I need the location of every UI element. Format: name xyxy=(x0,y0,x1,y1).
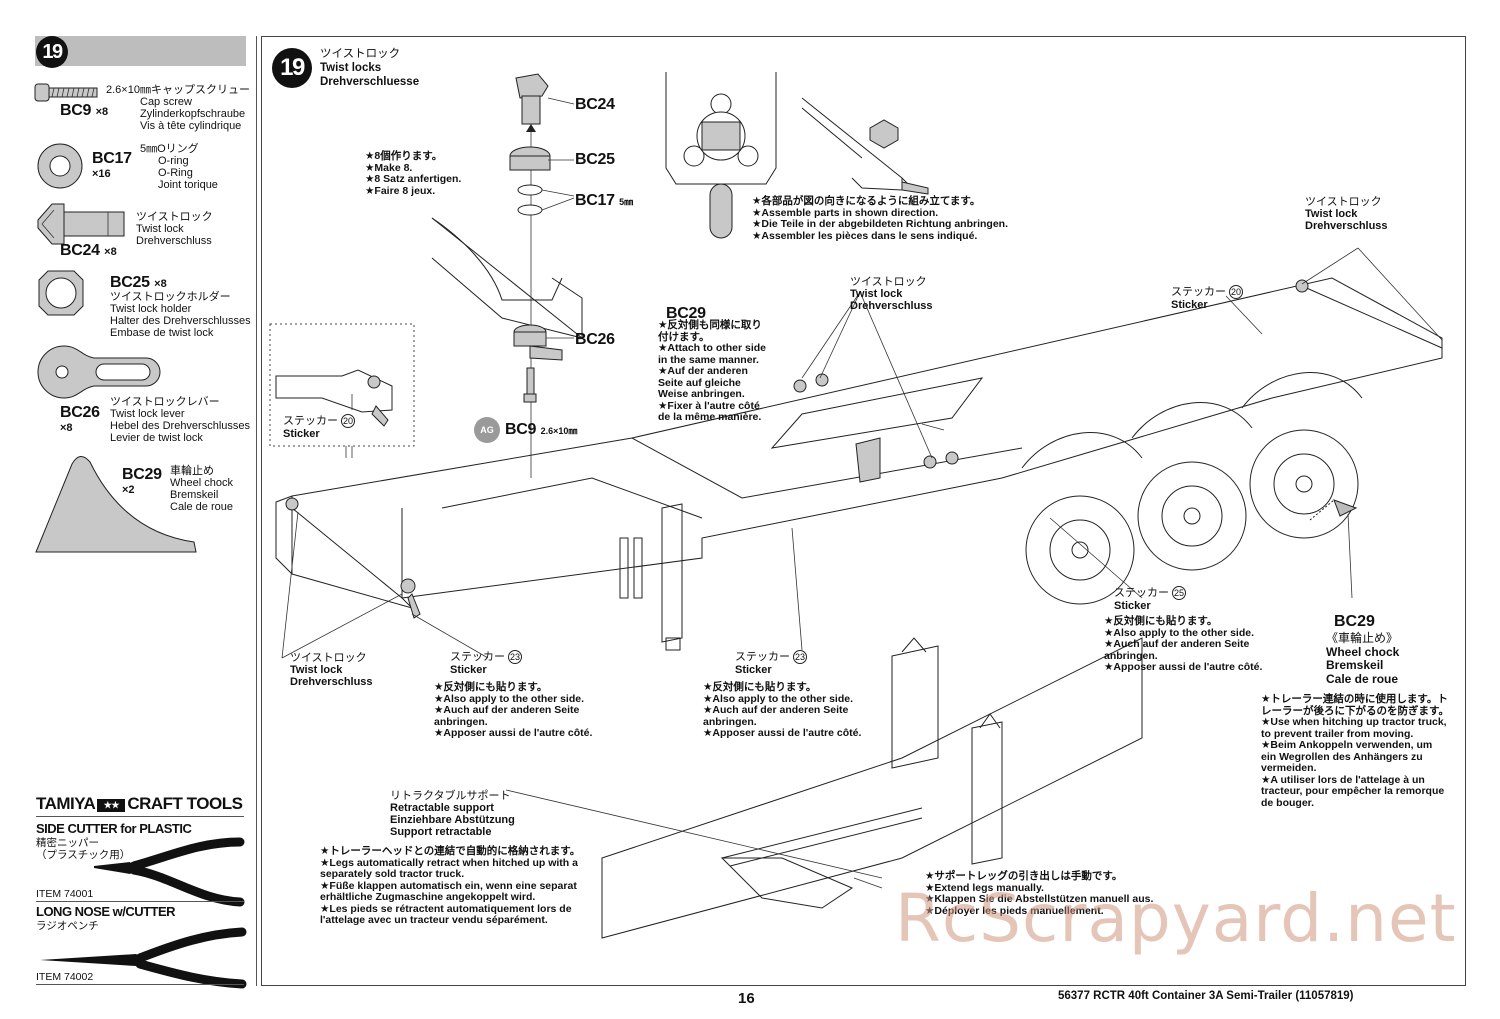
twist-lock-orientation-detail xyxy=(665,72,929,239)
tool-side-cutter-item: ITEM 74001 xyxy=(36,888,94,900)
watermark: RcScrapyard.net xyxy=(895,880,1457,957)
ag-coating-badge: AG xyxy=(474,417,500,443)
part-bc26-code: BC26 xyxy=(60,404,100,421)
tamiya-star-logo-icon: ★★ xyxy=(97,799,126,812)
side-cutter-pliers-icon xyxy=(94,837,245,907)
tool-side-cutter-name: SIDE CUTTER for PLASTIC xyxy=(36,821,192,836)
craft-tools-heading: TAMIYA★★CRAFT TOOLS xyxy=(36,794,243,813)
o-ring-icon xyxy=(37,143,83,189)
callout-bc24: BC24 xyxy=(575,96,615,113)
step-number-badge: 19 xyxy=(36,36,68,68)
page-number: 16 xyxy=(738,990,755,1007)
callout-bc29-attach: BC29 xyxy=(666,305,706,322)
part-bc17-desc: 5㎜Oリング O-ring O-Ring Joint torique xyxy=(140,143,218,191)
sticker-inset-illustration xyxy=(275,369,393,458)
long-nose-pliers-icon xyxy=(40,927,247,989)
part-bc24-desc: ツイストロック Twist lock Drehverschluss xyxy=(136,211,213,247)
part-bc29-desc: 車輪止め Wheel chock Bremskeil Cale de roue xyxy=(170,465,233,513)
note-retractable-support: ★トレーラーヘッドとの連結で自動的に格納されます。★Legs automatic… xyxy=(320,845,581,926)
part-bc29-code: BC29 xyxy=(122,466,162,483)
parts-list-header-bar xyxy=(35,36,246,66)
tool-side-cutter-jp: 精密ニッパー（プラスチック用） xyxy=(36,837,131,861)
note-bc29-usage: ★トレーラー連結の時に使用します。トレーラーが後ろに下がるのを防ぎます。★Use… xyxy=(1261,693,1449,809)
part-bc17-code: BC17 xyxy=(92,150,132,167)
note-assemble-direction: ★各部品が図の向きになるように組み立てます。★Assemble parts in… xyxy=(752,195,1008,242)
trailer-wheels xyxy=(1021,372,1363,605)
note-other-side-middle: ★反対側にも貼ります。★Also apply to the other side… xyxy=(703,681,862,739)
part-bc29-qty: ×2 xyxy=(122,484,135,496)
divider xyxy=(36,901,244,902)
twist-lock-holder-icon xyxy=(38,270,84,316)
manual-title: 56377 RCTR 40ft Container 3A Semi-Traile… xyxy=(1058,990,1354,1002)
instruction-step-frame xyxy=(261,36,1466,986)
part-bc25-label: BC25 ×8 xyxy=(110,274,167,291)
tool-long-nose-name: LONG NOSE w/CUTTER xyxy=(36,904,176,919)
part-bc9-desc: 2.6×10㎜キャップスクリュー Cap screw Zylinderkopfs… xyxy=(106,84,250,132)
leader-lines xyxy=(281,247,1443,879)
part-bc17-qty: ×16 xyxy=(92,168,111,180)
cap-screw-icon xyxy=(34,83,98,102)
step-number-badge-main: 19 xyxy=(272,48,312,88)
note-make-8: ★8個作ります。★Make 8.★8 Satz anfertigen.★Fair… xyxy=(365,150,462,197)
note-extend-legs: ★サポートレッグの引き出しは手動です。★Extend legs manually… xyxy=(925,870,1154,917)
divider xyxy=(36,984,244,985)
part-bc25-desc: ツイストロックホルダー Twist lock holder Halter des… xyxy=(110,291,251,339)
callout-bc29-chock: BC29 xyxy=(1334,613,1375,630)
support-legs xyxy=(619,503,683,651)
exploded-twist-lock-assembly xyxy=(431,73,583,478)
twist-lock-lever-icon xyxy=(37,345,161,399)
note-other-side-right: ★反対側にも貼ります。★Also apply to the other side… xyxy=(1104,615,1263,673)
callout-bc25: BC25 xyxy=(575,151,615,168)
assembly-illustration xyxy=(269,72,1443,939)
tool-long-nose-item: ITEM 74002 xyxy=(36,971,94,983)
part-bc24-label: BC24 ×8 xyxy=(60,242,117,259)
callout-bc26: BC26 xyxy=(575,331,615,348)
divider xyxy=(36,816,244,817)
tool-long-nose-jp: ラジオペンチ xyxy=(36,920,99,932)
trailer-chassis xyxy=(275,277,1443,619)
part-bc26-desc: ツイストロックレバー Twist lock lever Hebel des Dr… xyxy=(110,396,251,444)
column-divider xyxy=(256,36,257,986)
note-other-side-left: ★反対側にも貼ります。★Also apply to the other side… xyxy=(434,681,593,739)
part-bc9-label: BC9 ×8 xyxy=(60,102,109,119)
callout-bc9: BC9 2.6×10㎜ xyxy=(505,421,578,438)
retractable-support-detail xyxy=(601,637,1143,939)
callout-bc17: BC17 5㎜ xyxy=(575,192,634,209)
twist-lock-icon xyxy=(37,203,125,245)
part-bc26-qty: ×8 xyxy=(60,422,73,434)
step-title: ツイストロック Twist locks Drehverschluesse xyxy=(320,48,420,88)
wheel-chock-icon xyxy=(35,456,197,553)
